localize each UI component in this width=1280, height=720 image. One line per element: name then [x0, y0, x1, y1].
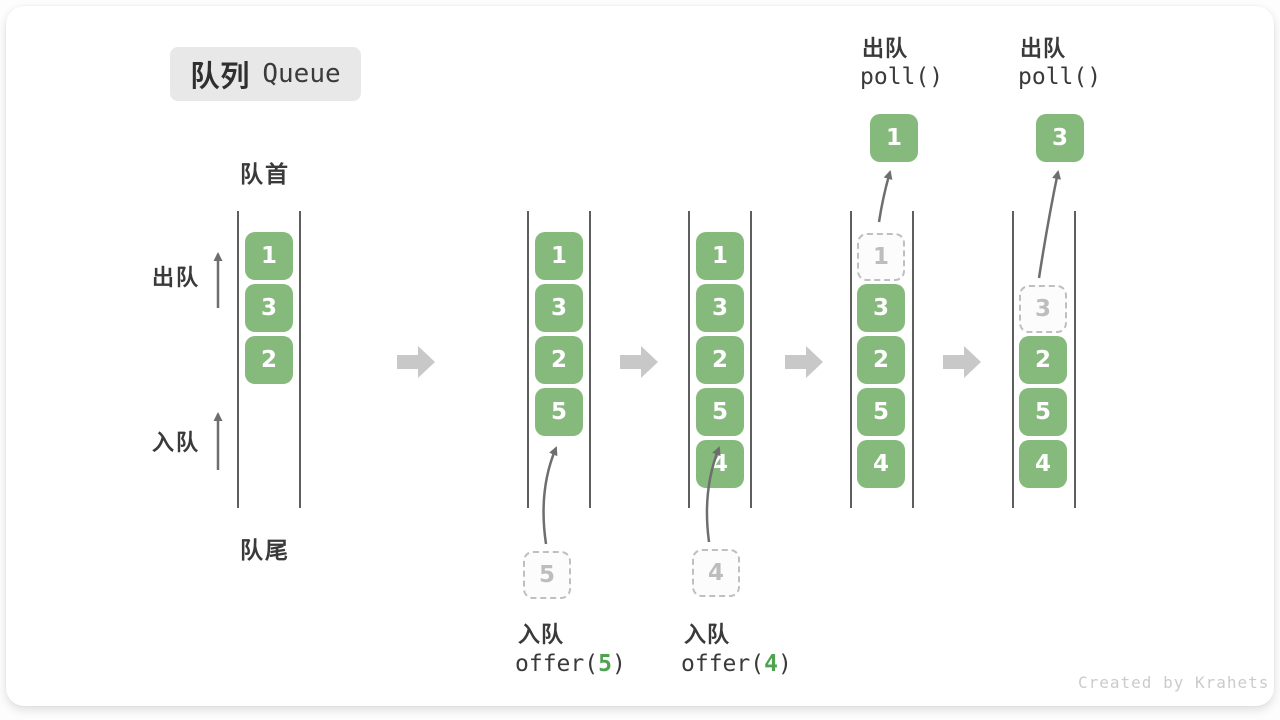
- label-enqueue: 入队: [152, 430, 201, 455]
- pending-box: 4: [692, 549, 740, 597]
- op-enqueue-code: offer(4): [681, 651, 792, 677]
- queue-box: 5: [535, 388, 583, 436]
- queue-box: 5: [696, 388, 744, 436]
- pending-box: 5: [523, 551, 571, 599]
- code-close: ): [611, 651, 626, 677]
- queue-wall: [1074, 211, 1076, 508]
- queue-box: 1: [245, 232, 293, 280]
- queue-box: 4: [696, 440, 744, 488]
- diagram-card: [6, 6, 1274, 706]
- queue-wall: [688, 211, 690, 508]
- queue-box: 5: [857, 388, 905, 436]
- queue-wall: [850, 211, 852, 508]
- queue-box: 1: [696, 232, 744, 280]
- code-fn: offer(: [681, 651, 765, 677]
- queue-box: 3: [245, 284, 293, 332]
- code-arg: 4: [764, 651, 778, 677]
- result-box: 1: [870, 114, 918, 162]
- op-enqueue-code: offer(5): [515, 651, 626, 677]
- queue-box: 2: [245, 336, 293, 384]
- queue-box: 2: [535, 336, 583, 384]
- queue-wall: [589, 211, 591, 508]
- code-fn: offer(: [515, 651, 599, 677]
- label-dequeue: 出队: [152, 265, 201, 290]
- removed-box: 1: [857, 233, 905, 281]
- op-dequeue-label: 出队: [862, 36, 909, 61]
- queue-box: 5: [1019, 388, 1067, 436]
- queue-wall: [299, 211, 301, 508]
- title-zh: 队列: [190, 61, 251, 93]
- title-en: Queue: [262, 59, 341, 89]
- removed-box: 3: [1019, 285, 1067, 333]
- queue-box: 2: [696, 336, 744, 384]
- title-badge: 队列 Queue: [170, 47, 361, 101]
- queue-wall: [237, 211, 239, 508]
- queue-box: 2: [857, 336, 905, 384]
- queue-box: 3: [696, 284, 744, 332]
- queue-wall: [750, 211, 752, 508]
- op-dequeue-label: 出队: [1020, 36, 1067, 61]
- queue-box: 3: [857, 284, 905, 332]
- op-dequeue-code: poll(): [1018, 64, 1102, 90]
- queue-box: 4: [857, 440, 905, 488]
- queue-wall: [912, 211, 914, 508]
- queue-box: 2: [1019, 336, 1067, 384]
- code-arg: 5: [598, 651, 612, 677]
- queue-box: 4: [1019, 440, 1067, 488]
- watermark: Created by Krahets: [1078, 673, 1270, 692]
- op-enqueue-label: 入队: [518, 622, 565, 647]
- queue-box: 1: [535, 232, 583, 280]
- label-queue-rear: 队尾: [240, 537, 290, 563]
- label-queue-front: 队首: [240, 161, 290, 187]
- op-enqueue-label: 入队: [684, 622, 731, 647]
- op-dequeue-code: poll(): [860, 64, 944, 90]
- queue-box: 3: [535, 284, 583, 332]
- code-close: ): [777, 651, 792, 677]
- queue-wall: [527, 211, 529, 508]
- result-box: 3: [1036, 114, 1084, 162]
- queue-wall: [1012, 211, 1014, 508]
